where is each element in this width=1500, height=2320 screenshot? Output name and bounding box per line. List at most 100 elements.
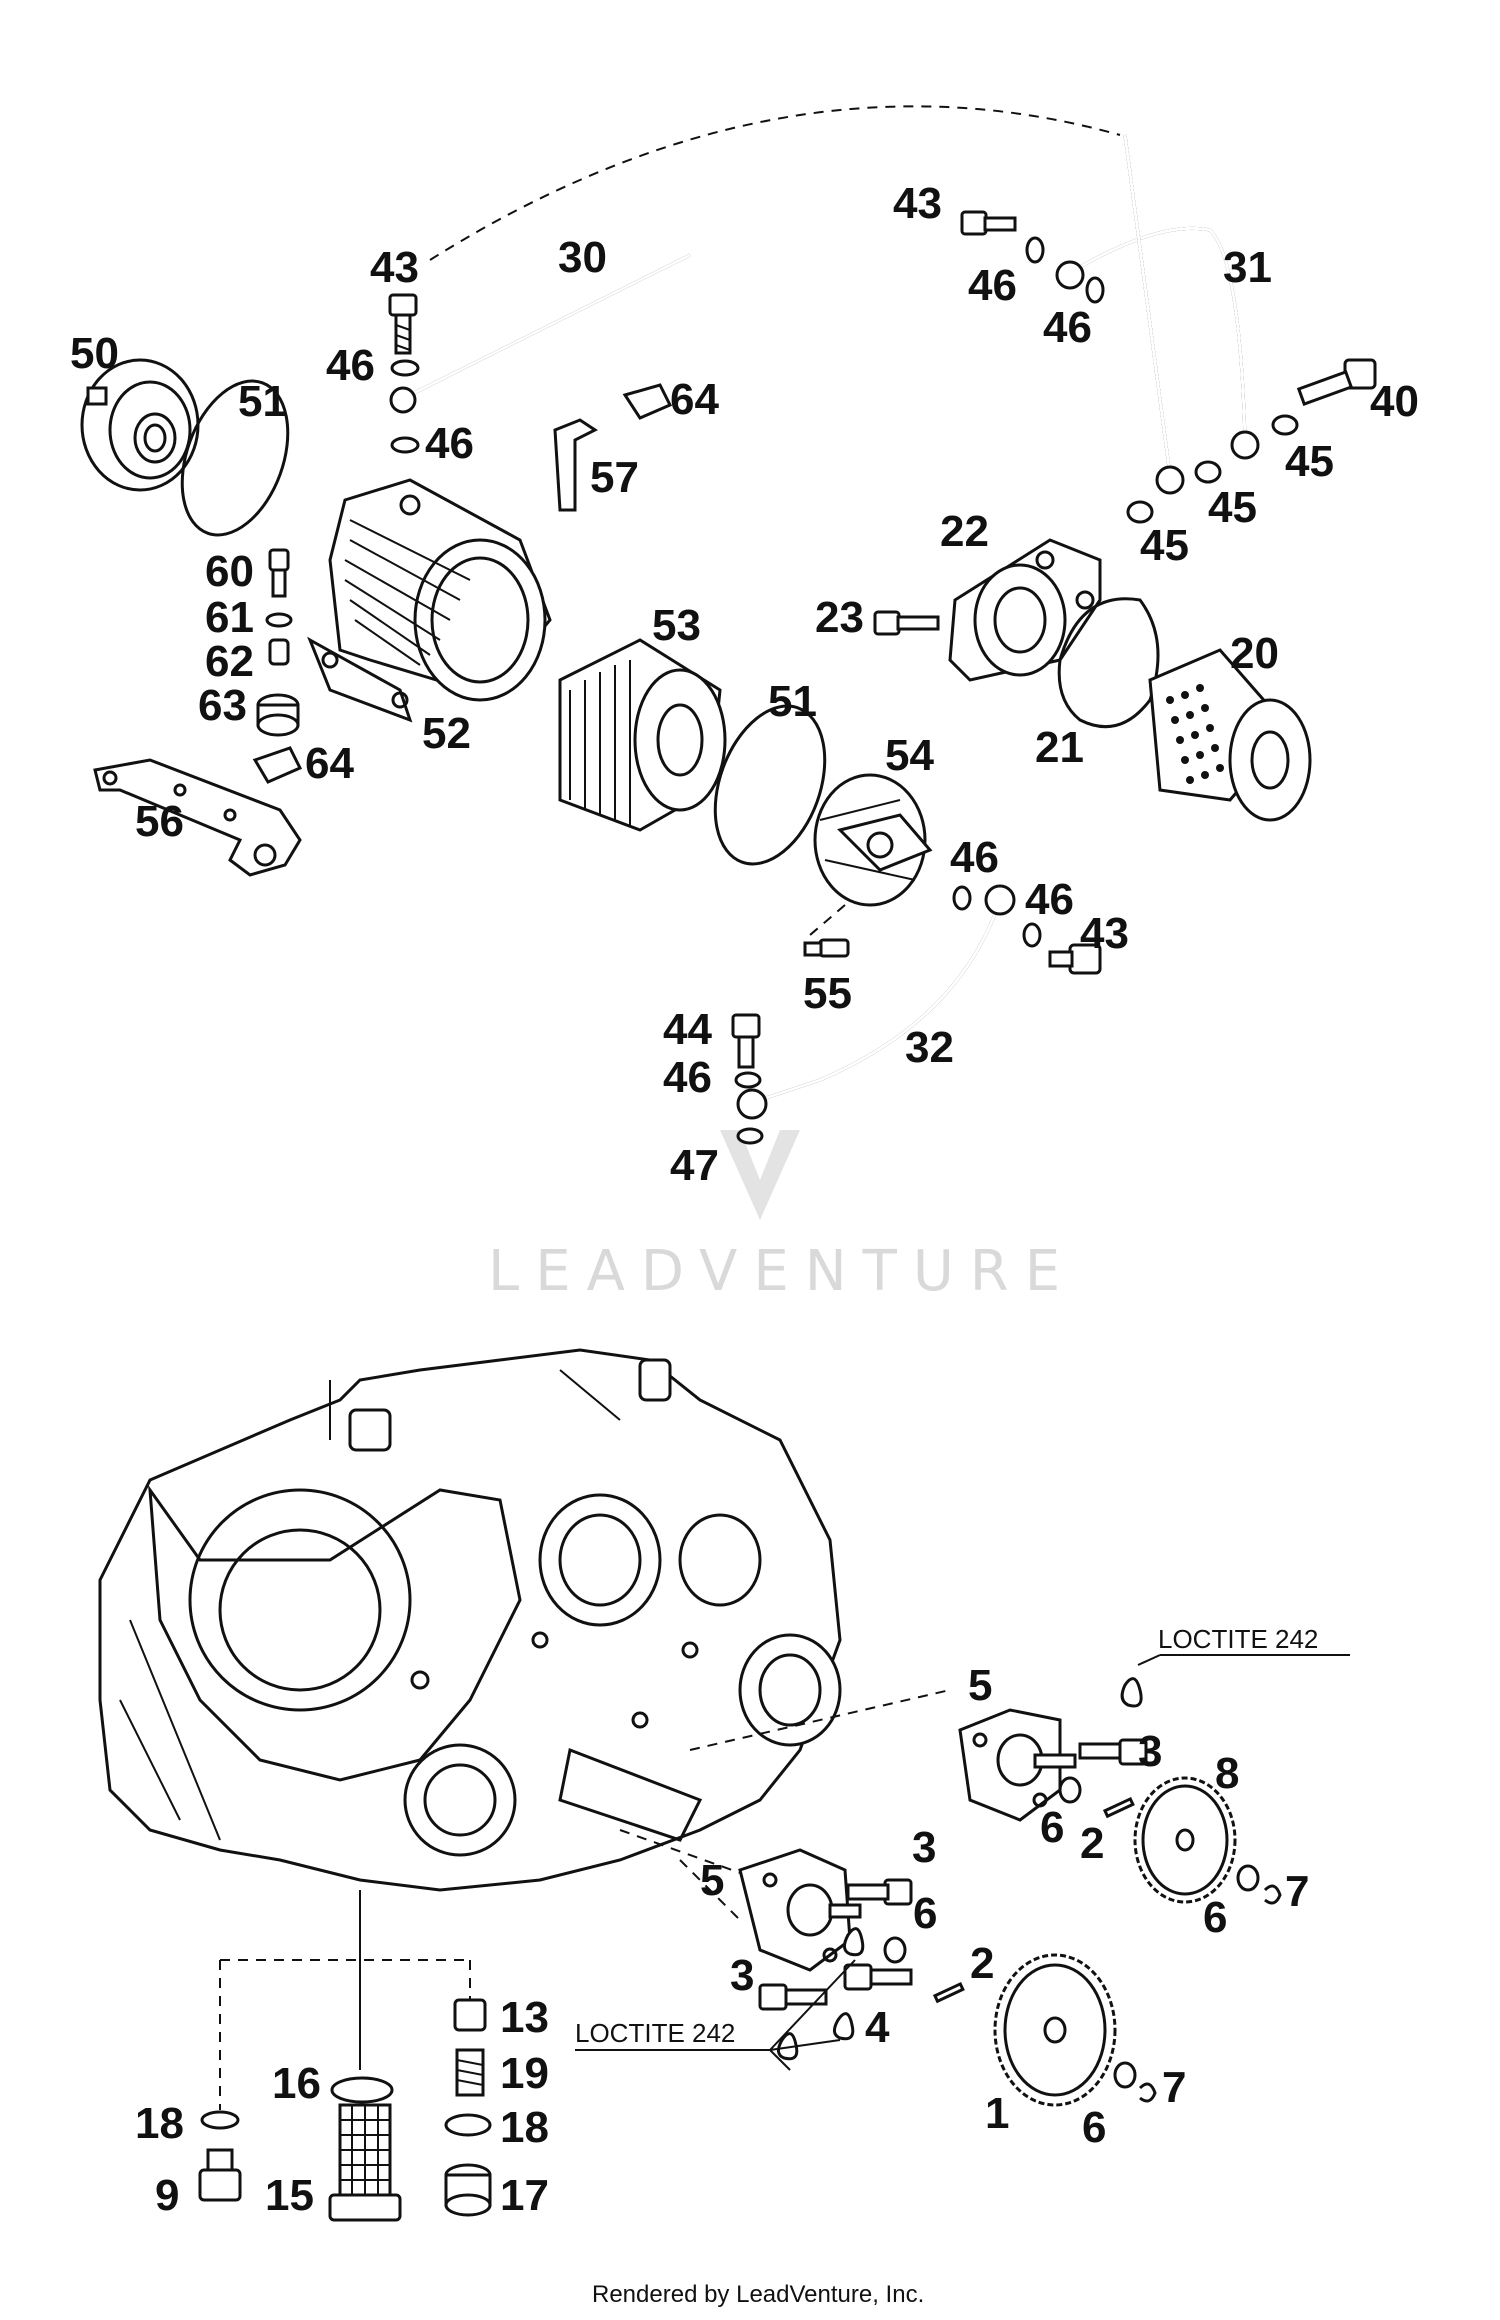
callout-4: 4 (865, 2003, 890, 2052)
callout-31: 31 (1223, 243, 1272, 292)
gear-1 (993, 1953, 1117, 2107)
bolt-3-b (846, 1878, 913, 1906)
drain-plug-group (219, 1890, 471, 2110)
o-ring-18-b (444, 2113, 492, 2137)
bolt-55 (803, 938, 850, 958)
o-ring-51-b (713, 704, 827, 866)
callout-18: 18 (135, 2099, 184, 2148)
loctite-drop-b (777, 2032, 799, 2061)
callout-61: 61 (205, 593, 254, 642)
callout-46: 46 (326, 341, 375, 390)
washer-6-a (1058, 1776, 1082, 1804)
bracket-56 (93, 758, 302, 877)
callout-46: 46 (968, 261, 1017, 310)
callout-52: 52 (422, 709, 471, 758)
callout-5: 5 (700, 1856, 724, 1905)
callout-51: 51 (768, 677, 817, 726)
callout-6: 6 (1203, 1893, 1227, 1942)
spacer-13 (453, 1998, 487, 2032)
gear-8 (1133, 1776, 1237, 1904)
washer-61 (265, 612, 293, 628)
callout-23: 23 (815, 593, 864, 642)
washer-45-c (1126, 500, 1154, 524)
callout-46: 46 (425, 419, 474, 468)
callout-55: 55 (803, 969, 852, 1018)
guide-line (429, 105, 1121, 261)
banjo-bolt-44 (731, 1013, 761, 1069)
callout-47: 47 (670, 1141, 719, 1190)
sleeve-62 (268, 638, 290, 666)
washer-46-g (734, 1071, 762, 1089)
callout-8: 8 (1215, 1749, 1239, 1798)
oil-line-31 (1055, 134, 1260, 495)
callout-16: 16 (272, 2059, 321, 2108)
bolt-4 (843, 1963, 913, 1991)
callout-20: 20 (1230, 629, 1279, 678)
guide-line-pump (619, 1689, 951, 1921)
banjo-bolt-40 (1296, 358, 1377, 406)
callout-17: 17 (500, 2171, 549, 2220)
bracket-57 (553, 418, 598, 512)
callout-45: 45 (1285, 437, 1334, 486)
washer-46-a (390, 359, 420, 377)
washer-46-b (390, 436, 420, 454)
washer-46-d (1085, 276, 1105, 304)
watermark: LEADVENTURE (488, 1130, 1076, 1304)
plug-17 (444, 2163, 492, 2217)
callout-43: 43 (1080, 909, 1129, 958)
washer-46-e (952, 885, 972, 911)
callout-19: 19 (500, 2049, 549, 2098)
filter-element-20 (1148, 648, 1312, 822)
oil-pipe-30 (389, 253, 691, 414)
callout-6: 6 (1082, 2103, 1106, 2152)
callout-50: 50 (70, 329, 119, 378)
loctite-leader-upper (1137, 1654, 1350, 1666)
crankcase-half (98, 1348, 842, 1892)
loctite-drop-a (843, 1927, 865, 1957)
washer-45-b (1194, 460, 1222, 484)
callout-64: 64 (670, 375, 719, 424)
callout-46: 46 (1025, 875, 1074, 924)
bolt-3-c (758, 1983, 828, 2011)
callout-13: 13 (500, 1993, 549, 2042)
callout-43: 43 (893, 179, 942, 228)
watermark-text: LEADVENTURE (488, 1239, 1076, 1304)
callout-7: 7 (1285, 1867, 1309, 1916)
oil-pump-5-lower (738, 1848, 862, 1972)
filter-element-53 (558, 638, 727, 832)
bolt-23 (873, 610, 940, 636)
callout-30: 30 (558, 233, 607, 282)
banjo-bolt-43-a (388, 293, 418, 355)
o-ring-51-a (180, 379, 290, 537)
callout-7: 7 (1162, 2063, 1186, 2112)
pin-2-a (1102, 1796, 1135, 1819)
callout-63: 63 (198, 681, 247, 730)
callout-22: 22 (940, 507, 989, 556)
callout-53: 53 (652, 601, 701, 650)
loctite-leader-lower (575, 1959, 856, 2071)
callout-45: 45 (1140, 521, 1189, 570)
washer-6-b (1236, 1864, 1260, 1892)
loctite-note-lower: LOCTITE 242 (575, 2018, 735, 2048)
clip-7-b (1138, 2082, 1157, 2103)
callout-6: 6 (1040, 1803, 1064, 1852)
callout-64: 64 (305, 739, 354, 788)
loctite-drop-c (833, 2012, 855, 2041)
callout-57: 57 (590, 453, 639, 502)
callout-1: 1 (985, 2089, 1009, 2138)
callout-3: 3 (912, 1823, 936, 1872)
callout-40: 40 (1370, 377, 1419, 426)
loctite-drop-upper (1120, 1677, 1143, 1708)
guide-line-55 (809, 904, 846, 936)
callout-44: 44 (663, 1005, 712, 1054)
callout-45: 45 (1208, 483, 1257, 532)
filter-cover-22 (948, 538, 1102, 682)
callout-18: 18 (500, 2103, 549, 2152)
filter-housing-52 (307, 478, 552, 723)
callout-5: 5 (968, 1661, 992, 1710)
pin-2-b (932, 1981, 965, 2004)
callout-2: 2 (1080, 1819, 1104, 1868)
callout-56: 56 (135, 797, 184, 846)
callout-46: 46 (663, 1053, 712, 1102)
banjo-bolt-43-b (960, 210, 1017, 236)
